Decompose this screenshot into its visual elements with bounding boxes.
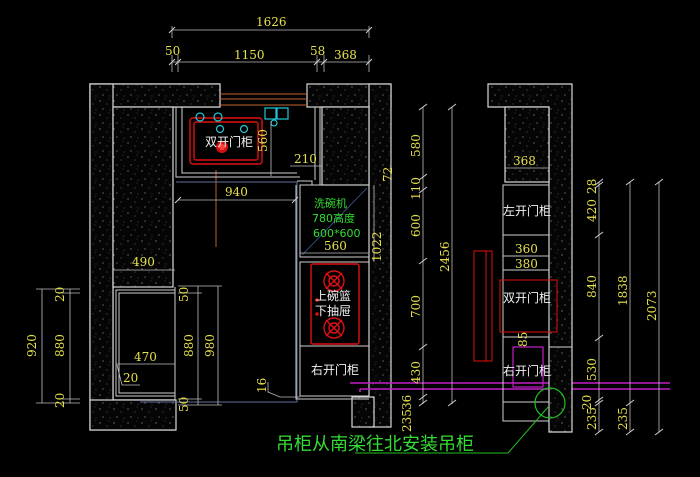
- dim-235-right-a: 235: [585, 407, 599, 430]
- dim-2456: 2456: [438, 241, 452, 272]
- plan-cabinets: [115, 93, 370, 403]
- dim-1838: 1838: [616, 275, 630, 306]
- dim-490: 490: [132, 255, 155, 269]
- label-double-door-cabinet-right: 双开门柜: [503, 290, 551, 305]
- dim-1150: 1150: [234, 48, 265, 62]
- top-dimensions: 1626 50 1150 58 368: [165, 15, 373, 72]
- label-basket-top: 上碗篮: [315, 288, 351, 303]
- dim-600: 600: [409, 214, 423, 237]
- dim-430: 430: [409, 361, 423, 384]
- dim-20-bottom-left: 20: [53, 393, 67, 408]
- dim-20-right: 20: [580, 395, 594, 410]
- dim-380: 380: [515, 257, 538, 271]
- sink: [189, 107, 289, 165]
- dim-560-sink: 560: [256, 129, 270, 152]
- burner-icon: [323, 270, 345, 292]
- dim-50-top-right: 50: [177, 287, 191, 302]
- dim-580: 580: [409, 134, 423, 157]
- dim-560-dw: 560: [324, 239, 347, 253]
- dim-2073: 2073: [645, 290, 659, 321]
- label-right-door-cabinet-right: 右开门柜: [503, 363, 551, 378]
- plan-walls: [89, 83, 392, 431]
- dim-940: 940: [225, 185, 248, 199]
- dim-50: 50: [165, 44, 180, 58]
- dim-368: 368: [334, 48, 357, 62]
- right-elevation: 368 360 380 85 左开门柜 双开门柜 右开门柜: [355, 83, 573, 454]
- dim-28: 28: [585, 179, 599, 194]
- dim-880-left: 880: [53, 334, 67, 357]
- plan-labels: 双开门柜 上碗篮 下抽屉 右开门柜: [205, 134, 359, 377]
- dim-920: 920: [25, 334, 39, 357]
- burner-icon: [323, 317, 345, 339]
- dim-1626: 1626: [256, 15, 287, 29]
- middle-dimension-chain: 580 110 600 700 430 36 235 2456: [400, 103, 457, 432]
- label-left-door-cabinet: 左开门柜: [503, 203, 551, 218]
- label-drawer-bottom: 下抽屉: [315, 304, 351, 318]
- dim-368-right: 368: [513, 154, 536, 168]
- dim-210: 210: [294, 152, 317, 166]
- plan-dimensions: 560 210 940 洗碗机 780高度 600*600 560 1022 7…: [25, 121, 395, 412]
- label-right-door-cabinet: 右开门柜: [311, 362, 359, 377]
- dim-50-bottom-right: 50: [177, 397, 191, 412]
- dim-470: 470: [134, 350, 157, 364]
- right-dimension-chain: 28 420 840 530 20 235 1838 235 2073: [580, 178, 664, 436]
- dim-72: 72: [381, 167, 395, 182]
- label-dishwasher-height: 780高度: [312, 211, 355, 225]
- label-dishwasher-size: 600*600: [313, 227, 361, 240]
- dim-700: 700: [409, 295, 423, 318]
- pipe-lines: [350, 346, 670, 392]
- dim-16: 16: [255, 378, 269, 393]
- dim-880-right: 880: [182, 334, 196, 357]
- dim-530: 530: [585, 358, 599, 381]
- dim-360: 360: [515, 242, 538, 256]
- label-double-door-cabinet: 双开门柜: [205, 134, 253, 149]
- dim-840: 840: [585, 275, 599, 298]
- dim-235-right-b: 235: [616, 407, 630, 430]
- dim-110: 110: [409, 177, 423, 200]
- dim-20: 20: [123, 371, 138, 385]
- dim-85: 85: [516, 332, 530, 347]
- dim-235-mid: 235: [400, 409, 414, 432]
- installation-note: 吊柜从南梁往北安装吊柜: [276, 434, 474, 455]
- label-dishwasher: 洗碗机: [314, 196, 347, 210]
- dim-1022: 1022: [370, 231, 384, 262]
- dim-36: 36: [400, 395, 414, 410]
- dim-58: 58: [310, 44, 325, 58]
- dim-420: 420: [585, 199, 599, 222]
- dim-980: 980: [203, 334, 217, 357]
- dim-20-top-left: 20: [53, 287, 67, 302]
